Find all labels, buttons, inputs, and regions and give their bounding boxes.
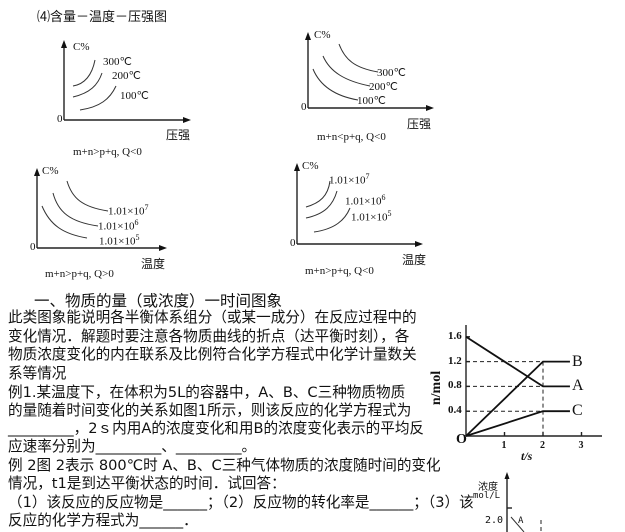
x-tick-label: 1 <box>501 440 507 451</box>
content-pressure-chart-1 <box>61 40 191 123</box>
curve-200 <box>322 55 371 87</box>
x-tick-label: 2 <box>540 440 545 451</box>
curve-1e7 <box>66 180 109 212</box>
y-tick-label: 0.8 <box>448 379 462 392</box>
curve-label-text: 1.01×10 <box>98 220 135 233</box>
origin-label: 0 <box>301 101 307 113</box>
curve-label: 1.01×106 <box>98 218 138 233</box>
text-line: 的量随着时间变化的关系如图1所示，则该反应的化学方程式为 <box>8 402 412 419</box>
origin-label: 0 <box>30 241 36 253</box>
x-axis-label: 压强 <box>407 117 432 131</box>
y-axis-label: C% <box>302 160 319 172</box>
series-A-line <box>465 336 570 388</box>
text-line: 物质浓度变化的内在联系及比例符合化学方程式中化学计量数关 <box>8 346 417 363</box>
content-pressure-chart-2 <box>305 32 434 111</box>
text-line: 例1.某温度下，在体积为5L的容器中，A、B、C三种物质物质 <box>8 384 406 401</box>
exponent: 7 <box>144 203 149 212</box>
curve-200 <box>72 72 103 98</box>
curve-label: 1.01×107 <box>108 203 148 218</box>
curve-label: 1.01×107 <box>329 172 369 187</box>
y-tick-label: 2.0 <box>485 515 504 526</box>
curve-1e5 <box>41 205 88 239</box>
curve-label-text: 1.01×10 <box>108 205 145 218</box>
text-line: 系等情况 <box>8 365 67 382</box>
series-C-line <box>465 410 570 437</box>
text-line: 变化情况．解题时要注意各物质曲线的折点（达平衡时刻），各 <box>8 328 410 345</box>
text-line: （1）该反应的反应物是______；（2）反应物的转化率是______；（3）该 <box>8 494 474 511</box>
exponent: 7 <box>365 172 370 181</box>
curve-1e5 <box>313 207 351 233</box>
y-axis-unit: mol/L <box>473 491 501 501</box>
content-temperature-chart-4 <box>294 163 423 247</box>
text-line: 此类图象能说明各半衡体系组分（或某一成分）在反应过程中的 <box>8 309 417 326</box>
exponent: 6 <box>381 193 386 202</box>
n-mol-time-chart <box>465 325 602 437</box>
curve-label: 300℃ <box>377 67 406 79</box>
text-line: 应速率分别为_________、_________。 <box>8 438 257 455</box>
origin-label: 0 <box>57 113 63 125</box>
origin-label: O <box>456 432 467 447</box>
text-line: 反应的化学方程式为______． <box>8 512 198 529</box>
series-label-C: C <box>572 402 583 420</box>
curve-label: 100℃ <box>357 95 386 107</box>
curve-label: 200℃ <box>369 81 398 93</box>
curve-1e7 <box>305 180 331 208</box>
y-tick-label: 0.4 <box>448 404 462 417</box>
y-axis-label: C% <box>314 29 331 41</box>
curve-label: 100℃ <box>120 90 149 102</box>
concentration-time-chart <box>504 472 542 532</box>
curve-1e6 <box>52 192 99 227</box>
text-line: _________，2ｓ内用A的浓度变化和用B的浓度变化表示的平均反 <box>8 420 425 437</box>
curve-label: 200℃ <box>112 70 141 82</box>
curve-label-text: 1.01×10 <box>351 211 388 224</box>
curve-label-text: 1.01×10 <box>329 174 366 187</box>
chart-caption: m+n>p+q, Q<0 <box>73 146 142 158</box>
x-axis-label: 温度 <box>141 257 166 271</box>
text-line: 例 2图 2表示 800℃时 A、B、C三种气体物质的浓度随时间的变化 <box>8 457 441 474</box>
curve-300 <box>338 43 379 73</box>
curve-label: 1.01×106 <box>345 193 385 208</box>
exponent: 5 <box>387 209 392 218</box>
curve-label: 1.01×105 <box>99 233 139 248</box>
y-axis-label: C% <box>73 41 90 53</box>
curve-100 <box>79 85 117 111</box>
section-heading: 一、物质的量（或浓度）一时间图象 <box>34 292 283 310</box>
text-line: 情况，t1是到达平衡状态的时间．试回答： <box>8 475 286 492</box>
chart-caption: m+n<p+q, Q<0 <box>317 131 386 143</box>
x-axis-label: 温度 <box>402 253 427 267</box>
curve-100 <box>312 68 359 101</box>
origin-label: 0 <box>290 237 296 249</box>
y-axis-label: 浓度 <box>478 482 498 493</box>
content-temperature-chart-3 <box>34 168 167 251</box>
curve-1e6 <box>305 190 338 219</box>
series-B-line <box>465 360 570 437</box>
curve-label: 1.01×105 <box>351 209 391 224</box>
curve-300 <box>72 59 96 87</box>
y-axis-label: C% <box>42 165 59 177</box>
x-axis-label: t/s <box>521 449 533 463</box>
curve-label: 300℃ <box>103 56 132 68</box>
series-A-line <box>510 516 525 532</box>
y-tick-label: 1.2 <box>448 354 462 367</box>
series-label-B: B <box>572 352 583 370</box>
page-title: ⑷含量－温度－压强图 <box>37 10 168 25</box>
chart-caption: m+n>p+q, Q<0 <box>305 265 374 277</box>
series-label-A: A <box>518 516 524 526</box>
x-tick-label: 3 <box>578 440 584 451</box>
y-tick-label: 1.6 <box>448 329 462 342</box>
exponent: 6 <box>134 218 139 227</box>
x-axis-label: 压强 <box>166 128 191 142</box>
chart-caption: m+n>p+q, Q>0 <box>45 268 114 280</box>
curve-label-text: 1.01×10 <box>99 235 136 248</box>
exponent: 5 <box>135 233 140 242</box>
y-axis-label: n/mol <box>429 370 445 406</box>
series-label-A: A <box>572 377 584 395</box>
curve-label-text: 1.01×10 <box>345 195 382 208</box>
